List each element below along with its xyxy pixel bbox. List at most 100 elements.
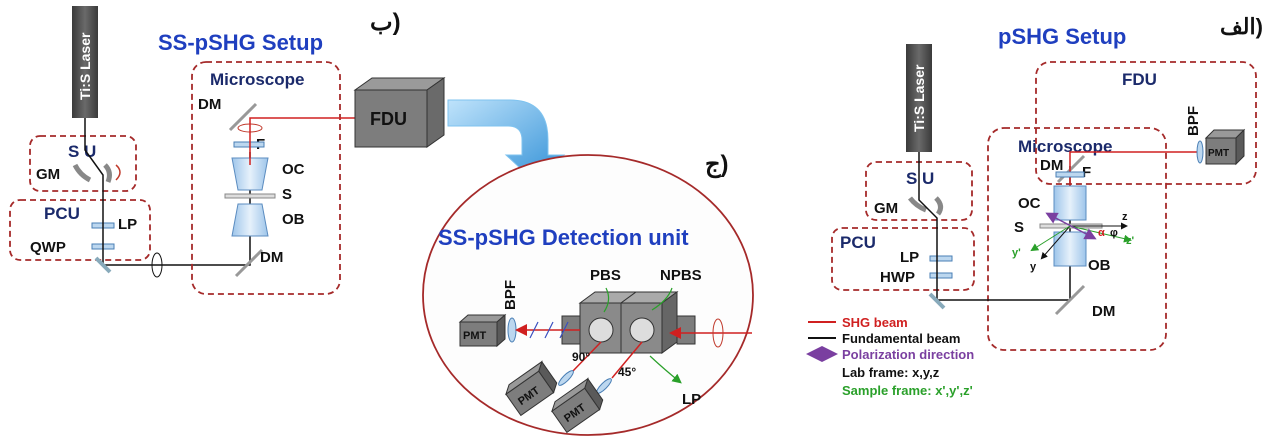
- legend-polarization: Polarization direction: [842, 347, 974, 362]
- lp-label-c: LP: [682, 391, 701, 408]
- ob-label-b: OB: [282, 211, 305, 228]
- npbs-pointer: [651, 287, 673, 311]
- pcu-label-b: PCU: [44, 204, 80, 223]
- pol-arrow-3: [559, 321, 569, 339]
- laser-box-b: [72, 6, 98, 118]
- oc-lens-b: [231, 157, 269, 191]
- oc-label-a: OC: [1018, 195, 1041, 212]
- fdu-side-b: [426, 77, 445, 148]
- microscope-label-a: Microscope: [1018, 137, 1112, 156]
- panel-c: ج) SS-pSHG Detection unit BPF PBS NPBS P…: [422, 151, 754, 436]
- gm-label-b: GM: [36, 166, 60, 183]
- pcu-label-a: PCU: [840, 233, 876, 252]
- pmt-label-c1: PMT: [463, 330, 487, 342]
- lp-pointer: [649, 355, 682, 384]
- fdu-front-b: [354, 89, 428, 148]
- laser-label-a: Ti:S Laser: [911, 64, 927, 132]
- fdu-label-a: FDU: [1122, 70, 1157, 89]
- pmt-left-c: [459, 321, 498, 347]
- angle-phi-label: φ: [1110, 227, 1118, 239]
- axis-zp-label: z': [1126, 235, 1135, 247]
- pol-arrow-1: [529, 321, 539, 339]
- f-element-b: [233, 141, 265, 148]
- dm-bottom-label-b: DM: [260, 249, 283, 266]
- pmt-label-a: PMT: [1208, 148, 1229, 159]
- legend-fundamental: Fundamental beam: [842, 331, 960, 346]
- shg-beam-to-pmt-90: [571, 341, 602, 373]
- lp-element-a: [929, 255, 953, 262]
- galvo-mirror-b1: [72, 163, 92, 183]
- bpf-label-a: BPF: [1185, 106, 1202, 136]
- bpf-element-c2: [558, 370, 574, 386]
- shg-beam-b: [249, 117, 358, 165]
- f-element-a: [1055, 171, 1085, 178]
- panel-a-title: pSHG Setup: [998, 24, 1126, 49]
- pbs-pointer: [603, 287, 610, 313]
- microscope-box-b: [191, 61, 341, 295]
- lp-label-b: LP: [118, 216, 137, 233]
- axis-z-label: z: [1122, 211, 1128, 223]
- bpf-label-c: BPF: [502, 280, 519, 310]
- galvo-mirror-b2: [103, 163, 112, 183]
- angle-90-label: 90°: [572, 350, 590, 364]
- pmt-a: [1205, 137, 1237, 165]
- pmt-90: PMT: [505, 360, 558, 417]
- hwp-element-a: [929, 272, 953, 279]
- angle-alpha-label: α: [1098, 227, 1105, 239]
- ob-lens-b: [231, 203, 269, 237]
- detection-unit-circle: [422, 154, 754, 436]
- pbs-label-c: PBS: [590, 267, 621, 284]
- panel-c-letter: ج): [705, 151, 729, 179]
- qwp-label-b: QWP: [30, 239, 66, 256]
- sample-slide-b: [224, 193, 276, 199]
- fdu-box-a: [1035, 61, 1257, 185]
- s-label-b: S: [282, 186, 292, 203]
- f-label-a: F: [1082, 164, 1091, 181]
- s-label-a: S: [1014, 219, 1024, 236]
- su-label-a: S U: [906, 169, 934, 188]
- microscope-box-a: [987, 127, 1167, 351]
- polarization-arrow-a: [1045, 212, 1097, 240]
- panel-b: SS-pSHG Setup ب) Ti:S Laser S U GM PCU L…: [9, 6, 446, 295]
- fundamental-beam-a: [918, 152, 1071, 301]
- ob-lens-a: [1053, 231, 1087, 267]
- laser-label-b: Ti:S Laser: [77, 32, 93, 100]
- bpf-element-c: [507, 317, 517, 343]
- right-tube: [676, 315, 696, 345]
- pcu-box-a: [831, 227, 975, 291]
- panel-a: pSHG Setup الف) Ti:S Laser S U GM PCU LP…: [806, 14, 1263, 398]
- legend-lab: Lab frame: x,y,z: [842, 365, 940, 380]
- shg-beam-a: [1069, 151, 1200, 200]
- npbs-label-c: NPBS: [660, 267, 702, 284]
- galvo-mirror-a2: [934, 196, 944, 216]
- dm-top-a: [1056, 154, 1086, 184]
- polarization-ellipse-b: [151, 252, 163, 278]
- polarization-ellipse-c: [712, 318, 724, 348]
- panel-b-letter: ب): [370, 9, 401, 36]
- panel-a-letter: الف): [1220, 14, 1263, 39]
- mirror-a: [928, 292, 946, 310]
- panel-b-title: SS-pSHG Setup: [158, 30, 323, 55]
- hwp-label-a: HWP: [880, 269, 915, 286]
- dm-top-label-a: DM: [1040, 157, 1063, 174]
- shg-beam-to-pmt-45: [611, 341, 643, 379]
- dm-top-label-b: DM: [198, 96, 221, 113]
- pmt-left-side-c: [496, 313, 506, 348]
- oc-lens-a: [1053, 185, 1087, 221]
- bpf-element-a: [1196, 140, 1204, 164]
- fdu-label-b: FDU: [370, 109, 407, 129]
- pmt-45: PMT: [551, 377, 604, 434]
- galvo-mirror-a1: [908, 196, 927, 213]
- dm-bottom-a: [1054, 284, 1086, 316]
- dm-top-b: [228, 102, 258, 132]
- pbs-aperture: [588, 317, 614, 343]
- panel-c-title: SS-pSHG Detection unit: [438, 225, 689, 250]
- galvo-arc-b: [115, 164, 121, 181]
- mirror-b: [94, 256, 112, 274]
- pcu-box-b: [9, 199, 151, 261]
- axis-y-label: y: [1030, 261, 1037, 273]
- pmt-side-a: [1235, 128, 1245, 166]
- su-box-b: [29, 135, 137, 192]
- npbs-aperture: [629, 317, 655, 343]
